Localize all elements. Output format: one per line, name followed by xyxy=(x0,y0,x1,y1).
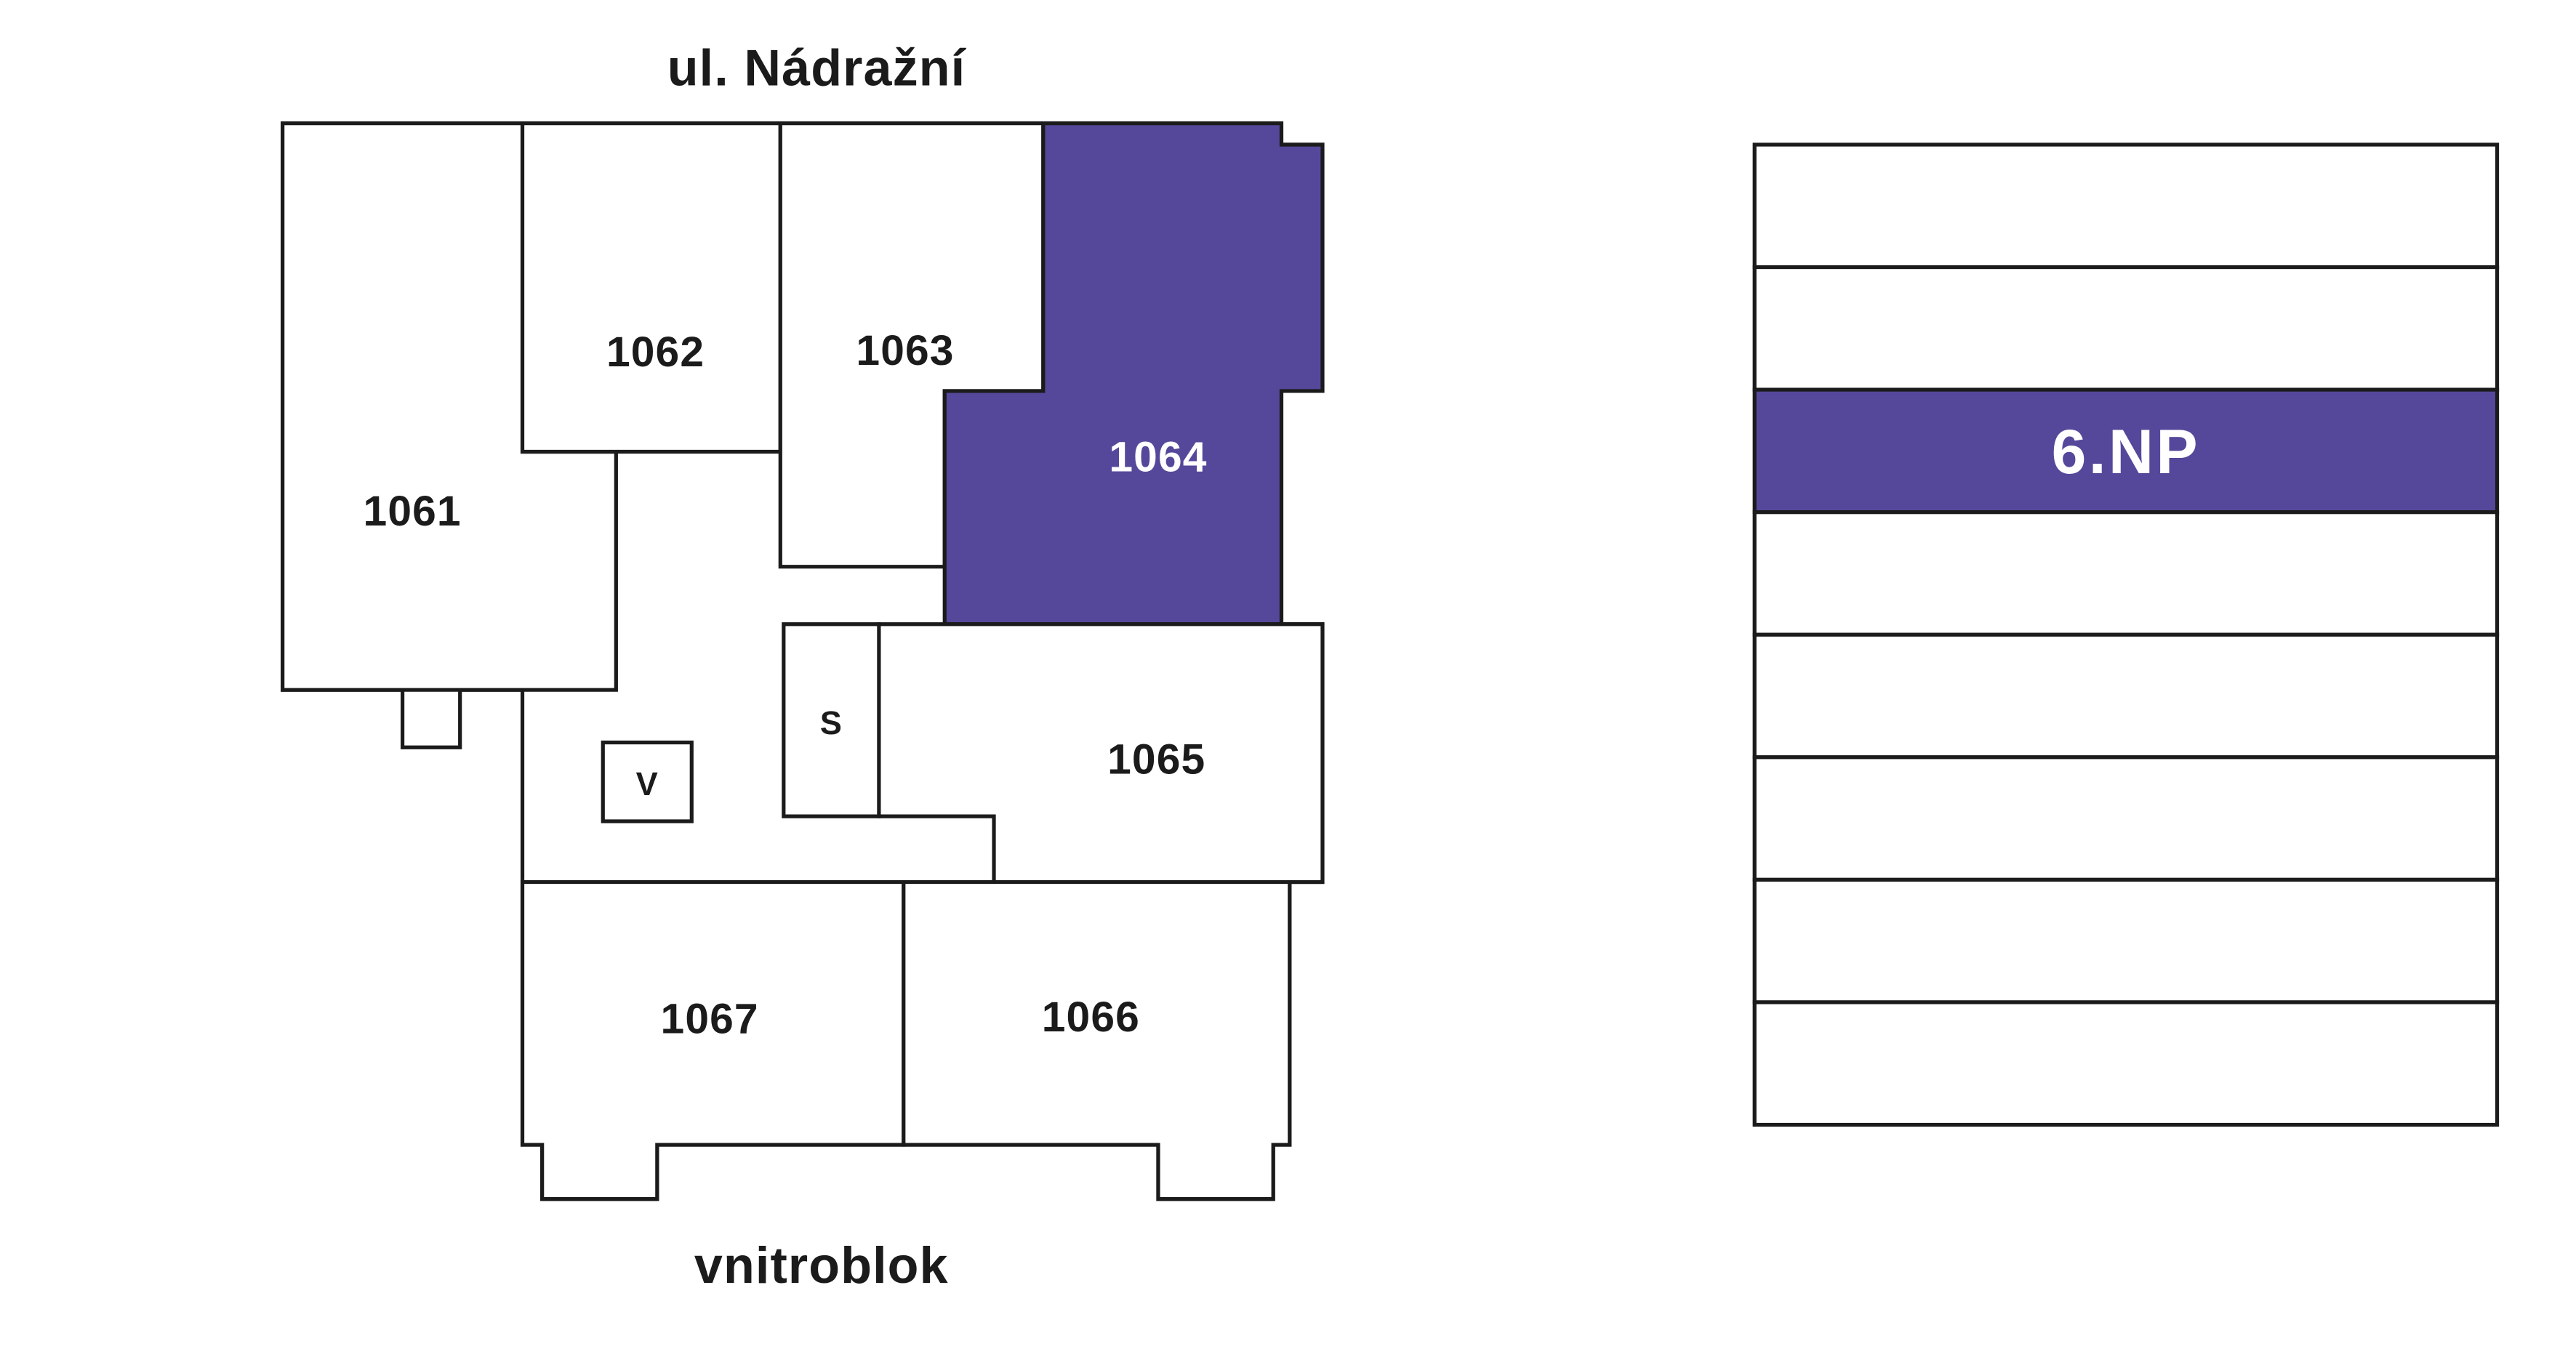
unit-1062[interactable]: 1062 xyxy=(520,121,782,454)
courtyard-label: vnitroblok xyxy=(694,1237,949,1294)
room-s: S xyxy=(782,622,881,818)
floor-row-2[interactable] xyxy=(1752,265,2500,392)
floor-row-5[interactable] xyxy=(1752,632,2500,760)
floor-row-7[interactable] xyxy=(1752,877,2500,1004)
unit-1067[interactable]: 1067 xyxy=(520,879,906,1201)
unit-1064-label: 1064 xyxy=(1109,434,1207,481)
unit-1066-shape[interactable] xyxy=(902,879,1292,1201)
room-v: V xyxy=(601,740,694,824)
floor-selector: 6.NP xyxy=(1752,142,2500,1127)
room-v-label: V xyxy=(636,765,659,802)
unit-1064-selected[interactable]: 1064 xyxy=(942,121,1325,627)
floor-row-1[interactable] xyxy=(1752,142,2500,270)
unit-1066-label: 1066 xyxy=(1042,994,1140,1041)
unit-1065-label: 1065 xyxy=(1107,736,1205,783)
unit-1065[interactable]: 1065 xyxy=(877,622,1325,885)
unit-1061-label: 1061 xyxy=(364,488,462,535)
floor-row-8[interactable] xyxy=(1752,1000,2500,1127)
room-v-shape xyxy=(601,740,694,824)
room-s-label: S xyxy=(820,704,843,741)
unit-1062-shape[interactable] xyxy=(520,121,782,454)
unit-1067-label: 1067 xyxy=(661,995,759,1042)
floor-row-4[interactable] xyxy=(1752,510,2500,637)
street-label: ul. Nádražní xyxy=(667,40,967,97)
unit-1066[interactable]: 1066 xyxy=(902,879,1292,1201)
room-s-shape xyxy=(782,622,881,818)
selected-floor-label: 6.NP xyxy=(2052,417,2200,487)
unit-1062-label: 1062 xyxy=(606,329,705,376)
unit-1064-shape[interactable] xyxy=(942,121,1325,627)
unit-1063-label: 1063 xyxy=(856,327,954,374)
floor-row-6[interactable] xyxy=(1752,755,2500,882)
